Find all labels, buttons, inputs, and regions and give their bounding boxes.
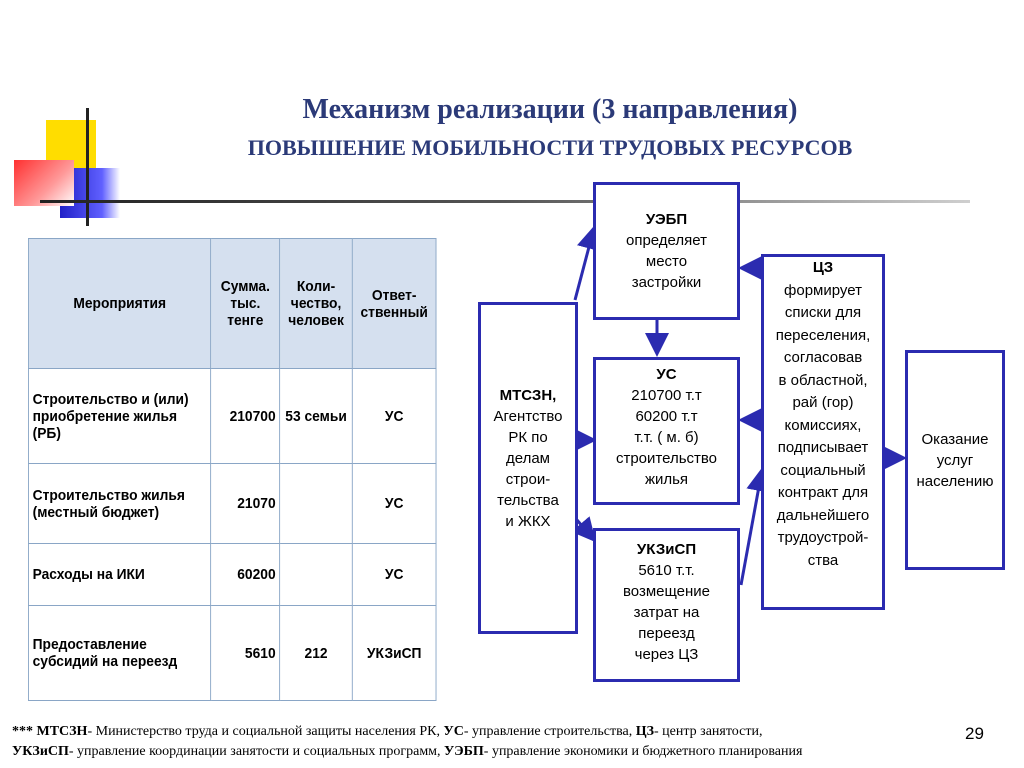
box-mtszn-line: делам [481,448,575,469]
box-cz-line: трудоустрой- [764,527,882,550]
box-cz-line: рай (гор) [764,392,882,415]
box-mtszn-line: Агентство [481,406,575,427]
footnote-abbr: ЦЗ [636,724,654,739]
arrow-mtszn-to-uebp [575,228,594,300]
box-cz-line: переселения, [764,325,882,348]
box-ukzisp-line: возмещение [596,581,737,602]
box-cz-line: социальный [764,460,882,483]
box-uebp: УЭБП определяет место застройки [593,182,740,320]
box-service: Оказание услуг населению [905,350,1005,570]
box-uebp-head: УЭБП [596,209,737,230]
box-ukzisp-line: 5610 т.т. [596,560,737,581]
box-uebp-line: место [596,251,737,272]
box-cz-line: ства [764,550,882,573]
footnote-text: - управление строительства, [464,724,636,739]
box-cz-line: подписывает [764,437,882,460]
footnote-abbr: УКЗиСП [12,744,69,759]
footnote-abbr: *** МТСЗН [12,724,87,739]
arrow-mtszn-to-ukzisp [577,520,594,540]
box-cz-line: комиссиях, [764,415,882,438]
box-us-line: т.т. ( м. б) [596,427,737,448]
box-cz-line: в областной, [764,370,882,393]
footnote-abbr: УЭБП [444,744,484,759]
box-mtszn-head: МТСЗН, [481,385,575,406]
footnote-text: - управление экономики и бюджетного план… [484,744,803,759]
box-mtszn-line: и ЖКХ [481,511,575,532]
footnote-text: - Министерство труда и социальной защиты… [87,724,443,739]
footnote: *** МТСЗН- Министерство труда и социальн… [12,722,982,762]
box-us-line: 60200 т.т [596,406,737,427]
box-cz-line: формирует [764,280,882,303]
box-service-line: услуг [908,450,1002,471]
box-uebp-line: застройки [596,272,737,293]
box-us-line: жилья [596,469,737,490]
box-mtszn-line: РК по [481,427,575,448]
box-cz-line: списки для [764,302,882,325]
arrow-ukzisp-to-cz [741,470,762,585]
box-uebp-line: определяет [596,230,737,251]
box-mtszn-line: тельства [481,490,575,511]
box-us-line: строительство [596,448,737,469]
footnote-text: - управление координации занятости и соц… [69,744,444,759]
box-ukzisp-line: затрат на [596,602,737,623]
box-us-head: УС [596,364,737,385]
box-service-line: Оказание [908,429,1002,450]
footnote-text: - центр занятости, [654,724,762,739]
box-cz-line: дальнейшего [764,505,882,528]
box-cz-line: контракт для [764,482,882,505]
box-ukzisp: УКЗиСП 5610 т.т. возмещение затрат на пе… [593,528,740,682]
box-ukzisp-line: переезд [596,623,737,644]
box-ukzisp-head: УКЗиСП [596,539,737,560]
footnote-abbr: УС [443,724,463,739]
box-mtszn: МТСЗН, Агентство РК по делам строи- тель… [478,302,578,634]
box-cz: ЦЗ формирует списки для переселения, сог… [761,254,885,610]
box-mtszn-line: строи- [481,469,575,490]
box-service-line: населению [908,471,1002,492]
box-cz-line: согласовав [764,347,882,370]
box-ukzisp-line: через ЦЗ [596,644,737,665]
box-us-line: 210700 т.т [596,385,737,406]
box-us: УС 210700 т.т 60200 т.т т.т. ( м. б) стр… [593,357,740,505]
footnote-line-2: УКЗиСП- управление координации занятости… [12,742,982,762]
box-cz-head: ЦЗ [764,257,882,280]
page-number: 29 [965,724,984,744]
footnote-line-1: *** МТСЗН- Министерство труда и социальн… [12,722,982,742]
